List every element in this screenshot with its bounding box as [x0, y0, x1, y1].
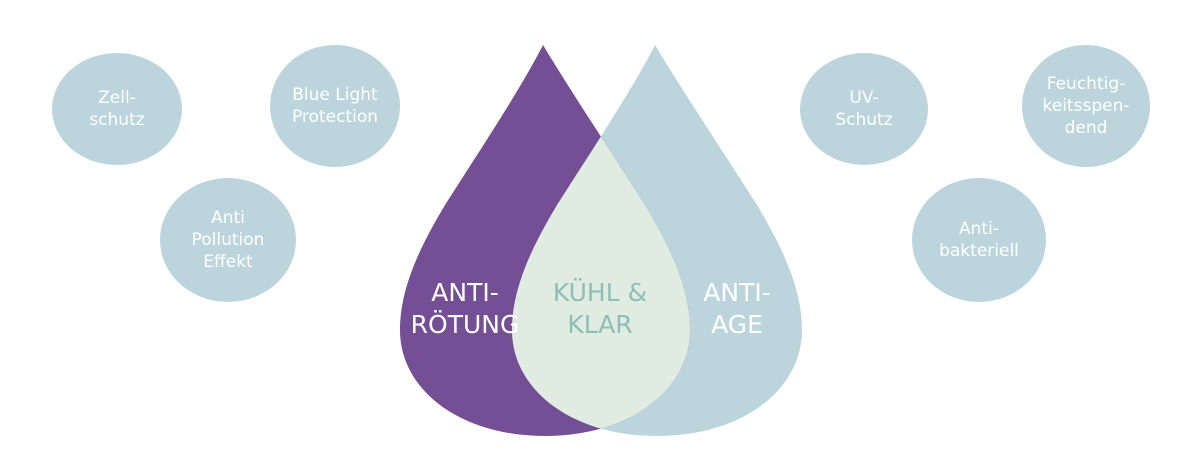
center-drop-label: KÜHL & KLAR	[552, 278, 648, 339]
bubble-blue-light-label: Blue Light Protection	[291, 85, 378, 127]
bubble-uv-schutz-label: UV- Schutz	[835, 88, 893, 130]
right-drop-label: ANTI- AGE	[703, 278, 771, 339]
bubble-uv-schutz: UV- Schutz	[800, 53, 928, 165]
bubble-antibakteriell-label: Anti- bakteriell	[939, 219, 1019, 261]
overlap-region	[512, 45, 690, 436]
bubble-zellschutz-label: Zell- schutz	[89, 88, 145, 130]
left-drop-label: ANTI- RÖTUNG	[410, 278, 520, 339]
bubble-antibakteriell: Anti- bakteriell	[912, 178, 1046, 302]
bubble-anti-pollution: Anti Pollution Effekt	[160, 178, 296, 302]
bubble-zellschutz: Zell- schutz	[52, 53, 182, 165]
bubble-blue-light-protection: Blue Light Protection	[270, 45, 400, 167]
bubble-feuchtigkeit-label: Feuchtig- keitsspen- dend	[1042, 74, 1130, 138]
bubble-anti-pollution-label: Anti Pollution Effekt	[191, 208, 265, 272]
bubble-feuchtigkeitsspendend: Feuchtig- keitsspen- dend	[1022, 45, 1150, 167]
